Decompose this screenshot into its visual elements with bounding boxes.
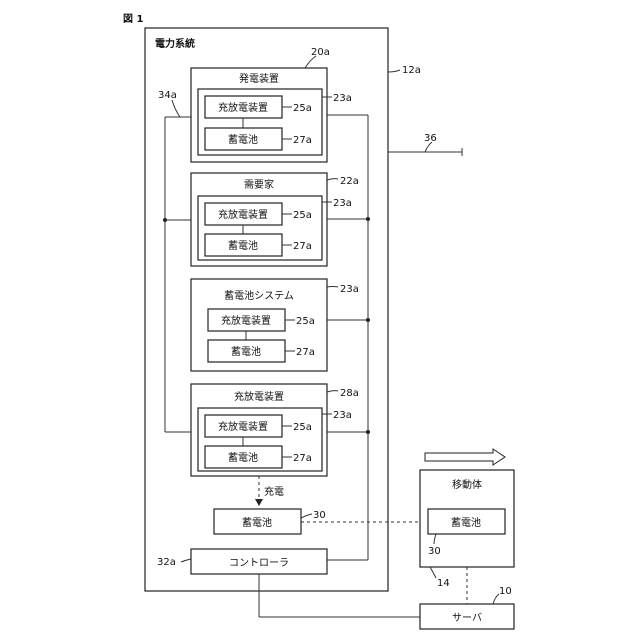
generator-title: 発電装置: [239, 72, 279, 85]
generator-inner-ref: 23a: [333, 93, 352, 104]
controller-ref: 32a: [157, 557, 176, 568]
battery-system-battery-ref: 27a: [296, 347, 315, 358]
figure-label: 図 1: [123, 13, 143, 25]
generator-charger-ref: 25a: [293, 103, 312, 114]
charge-label: 充電: [264, 485, 284, 498]
battery-system-ref: 23a: [340, 284, 359, 295]
left-bus-node: [163, 218, 167, 222]
consumer-inner-ref: 23a: [333, 198, 352, 209]
server-label: サーバ: [452, 612, 482, 624]
consumer-title: 需要家: [244, 178, 274, 191]
server-ref: 10: [499, 586, 512, 597]
charging-unit-ref: 28a: [340, 388, 359, 399]
battery-system-charger-ref: 25a: [296, 316, 315, 327]
grid-line-ref: 36: [424, 133, 437, 144]
battery-system-battery-label: 蓄電池: [231, 345, 261, 358]
generator-charger-label: 充放電装置: [218, 101, 268, 114]
battery-system-leader: [327, 287, 338, 288]
right-bus-node: [366, 217, 370, 221]
consumer-battery-label: 蓄電池: [228, 239, 258, 252]
charging-unit-battery-ref: 27a: [293, 453, 312, 464]
controller-label: コントローラ: [229, 557, 289, 569]
consumer-charger-label: 充放電装置: [218, 208, 268, 221]
charging-unit-title: 充放電装置: [234, 390, 284, 403]
mobile-title: 移動体: [452, 478, 482, 491]
left-bus-ref: 34a: [158, 90, 177, 101]
charging-unit-battery-label: 蓄電池: [228, 451, 258, 464]
consumer-charger-ref: 25a: [293, 210, 312, 221]
battery-system-charger-label: 充放電装置: [221, 314, 271, 327]
generator-battery-label: 蓄電池: [228, 133, 258, 146]
movement-arrow-icon: [425, 449, 505, 465]
mobile-leader: [430, 567, 436, 578]
battery-30-ref: 30: [313, 510, 326, 521]
generator-ref: 20a: [311, 47, 330, 58]
right-bus-node: [366, 318, 370, 322]
power-system-ref: 12a: [402, 65, 421, 76]
consumer-battery-ref: 27a: [293, 241, 312, 252]
mobile-battery-ref: 30: [428, 546, 441, 557]
charging-unit-charger-label: 充放電装置: [218, 420, 268, 433]
mobile-ref: 14: [437, 578, 450, 589]
charging-unit-charger-ref: 25a: [293, 422, 312, 433]
consumer-ref: 22a: [340, 176, 359, 187]
battery-system-title: 蓄電池システム: [224, 289, 294, 302]
charging-unit-inner-ref: 23a: [333, 410, 352, 421]
battery-30-label: 蓄電池: [242, 516, 272, 529]
mobile-battery-label: 蓄電池: [451, 516, 481, 529]
power-system-title: 電力系統: [155, 37, 195, 50]
power-system-leader: [388, 70, 400, 72]
right-bus-node: [366, 430, 370, 434]
generator-battery-ref: 27a: [293, 135, 312, 146]
